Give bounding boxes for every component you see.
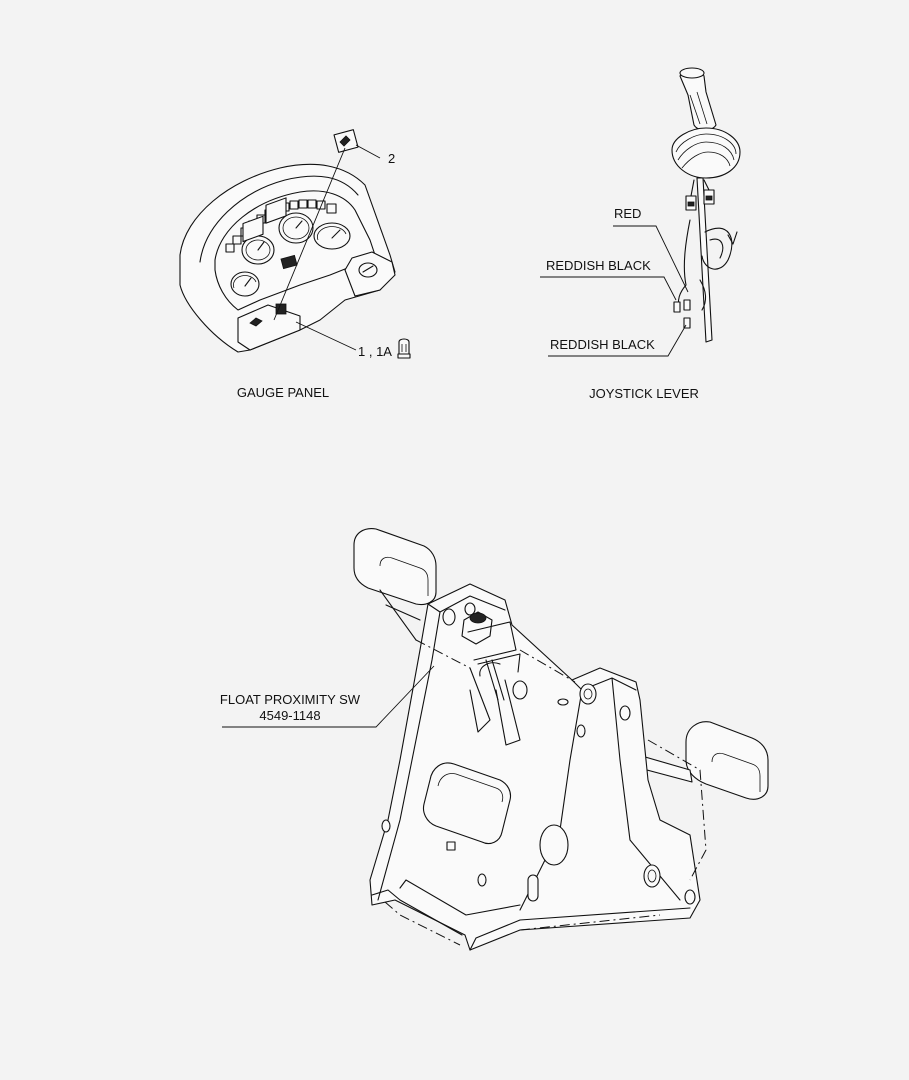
pedal-assembly-drawing <box>222 528 769 951</box>
gauge-panel-callout-bulb: 1 , 1A <box>358 344 392 359</box>
joystick-wire-reddish-black-top: REDDISH BLACK <box>546 258 651 273</box>
joystick-drawing <box>540 67 741 357</box>
float-proximity-part-number: 4549-1148 <box>259 708 320 723</box>
decal-part <box>273 129 381 321</box>
joystick-wire-red: RED <box>614 206 641 221</box>
rocker-switches <box>237 197 301 351</box>
gauge-panel-callout-2: 2 <box>388 151 395 166</box>
gauge-panel-caption: GAUGE PANEL <box>237 385 329 400</box>
float-proximity-label: FLOAT PROXIMITY SW <box>220 692 361 707</box>
left-pedal-pad <box>353 528 437 641</box>
joystick-caption: JOYSTICK LEVER <box>589 386 699 401</box>
gauge-lower-left <box>230 271 260 297</box>
ignition-key <box>344 251 396 297</box>
gauge-center <box>278 212 314 244</box>
float-proximity-switch <box>461 611 521 701</box>
bulb-icon <box>397 338 411 359</box>
gauge-panel-drawing <box>179 129 411 359</box>
joystick-wire-reddish-black-bottom: REDDISH BLACK <box>550 337 655 352</box>
gauge-right <box>313 222 351 250</box>
